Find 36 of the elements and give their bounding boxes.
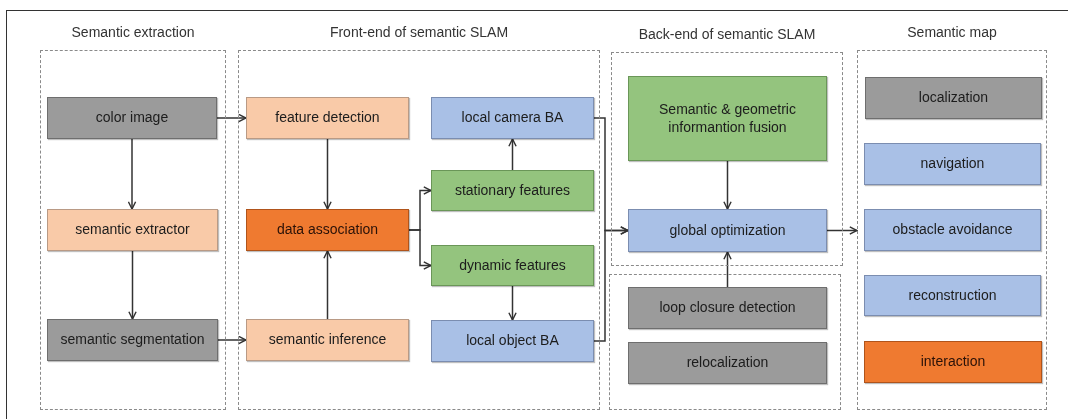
process-box: local camera BA <box>431 97 594 139</box>
arrow <box>508 138 517 171</box>
arrow <box>128 250 137 320</box>
process-box: color image <box>47 97 217 139</box>
arrow <box>593 226 629 342</box>
process-box: semantic inference <box>246 319 409 361</box>
process-box: semantic segmentation <box>47 319 218 361</box>
process-box: reconstruction <box>864 275 1041 316</box>
group-heading: Front-end of semantic SLAM <box>329 24 509 40</box>
process-box: loop closure detection <box>628 287 827 329</box>
process-box: obstacle avoidance <box>864 209 1041 251</box>
process-box: dynamic features <box>431 245 594 286</box>
process-box: data association <box>246 209 409 251</box>
arrow <box>508 285 517 321</box>
arrow <box>826 226 858 235</box>
process-box: local object BA <box>431 320 594 362</box>
group-heading: Semantic extraction <box>71 24 195 40</box>
process-box: global optimization <box>628 209 827 252</box>
process-box: stationary features <box>431 170 594 211</box>
arrow <box>323 138 332 210</box>
process-box: relocalization <box>628 342 827 384</box>
arrow <box>323 250 332 320</box>
process-box: navigation <box>864 143 1041 185</box>
process-box: interaction <box>864 341 1042 383</box>
process-box: feature detection <box>246 97 409 139</box>
arrow <box>217 335 247 345</box>
process-box: localization <box>865 77 1042 119</box>
arrow <box>127 138 137 210</box>
arrow <box>723 251 732 288</box>
process-box: Semantic & geometric informantion fusion <box>628 76 827 161</box>
arrow <box>408 229 432 270</box>
arrow <box>216 113 247 123</box>
group-heading: Semantic map <box>907 24 997 40</box>
process-box: semantic extractor <box>47 209 218 251</box>
group-heading: Back-end of semantic SLAM <box>638 26 816 42</box>
arrow <box>723 160 732 210</box>
